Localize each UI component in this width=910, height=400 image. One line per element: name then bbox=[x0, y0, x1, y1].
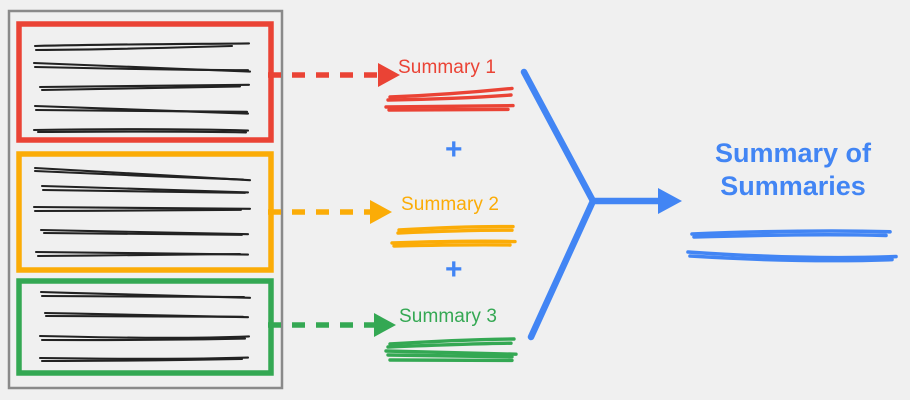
summary-1-label[interactable]: Summary 1 bbox=[398, 57, 497, 78]
section-2-text-lines bbox=[32, 166, 252, 258]
arrow-merge-to-final bbox=[520, 68, 682, 341]
source-document-panel bbox=[7, 9, 284, 390]
arrow-section-2-to-summary-2 bbox=[268, 200, 392, 224]
final-summary-title-line-1: Summary of bbox=[714, 138, 872, 168]
summary-2-label[interactable]: Summary 2 bbox=[401, 194, 500, 215]
section-3-text-lines bbox=[38, 290, 252, 363]
section-1-box[interactable] bbox=[16, 21, 274, 143]
summary-3-underlines bbox=[384, 337, 518, 363]
final-summary-title-line-2: Summaries bbox=[720, 170, 866, 201]
arrow-section-1-to-summary-1 bbox=[268, 63, 400, 87]
section-1-text-lines bbox=[32, 42, 252, 134]
final-summary-underlines bbox=[686, 229, 898, 263]
plus-operator-2: + bbox=[445, 253, 463, 286]
summary-2-underlines bbox=[390, 224, 517, 248]
summary-3-label[interactable]: Summary 3 bbox=[399, 306, 498, 327]
plus-operator-1: + bbox=[445, 133, 463, 166]
summary-1-underlines bbox=[384, 86, 515, 112]
arrow-section-3-to-summary-3 bbox=[268, 313, 396, 337]
final-summary-title[interactable]: Summary of Summaries bbox=[678, 137, 908, 203]
